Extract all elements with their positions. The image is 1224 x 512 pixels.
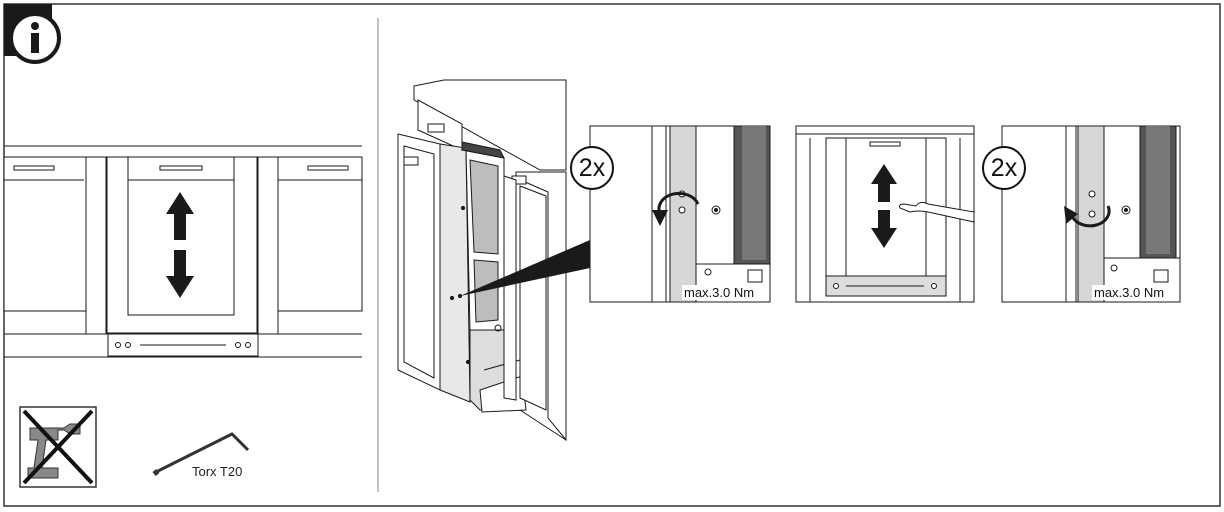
repeat-badge-step-1: 2x xyxy=(570,146,614,190)
detail-panel-1 xyxy=(589,125,771,303)
torque-label-step-1: max.3.0 Nm xyxy=(682,285,757,300)
rotate-counterclockwise-icon xyxy=(652,191,700,226)
torque-label-step-3: max.3.0 Nm xyxy=(1092,285,1167,300)
crossed-out-power-drill-icon xyxy=(19,406,97,488)
torx-key-label: Torx T20 xyxy=(192,464,243,479)
repeat-badge-step-3: 2x xyxy=(982,146,1026,190)
up-down-arrow-icon xyxy=(871,164,897,248)
info-icon xyxy=(4,4,61,64)
up-down-arrow-icon xyxy=(166,192,194,298)
detail-panel-3 xyxy=(1001,125,1181,303)
hand-icon xyxy=(899,201,975,223)
rotate-clockwise-icon xyxy=(1064,205,1111,228)
cabinet-front-view xyxy=(3,145,363,358)
torx-key-icon xyxy=(152,432,250,476)
appliance-perspective-view xyxy=(397,79,567,442)
zoom-beam xyxy=(460,240,590,296)
